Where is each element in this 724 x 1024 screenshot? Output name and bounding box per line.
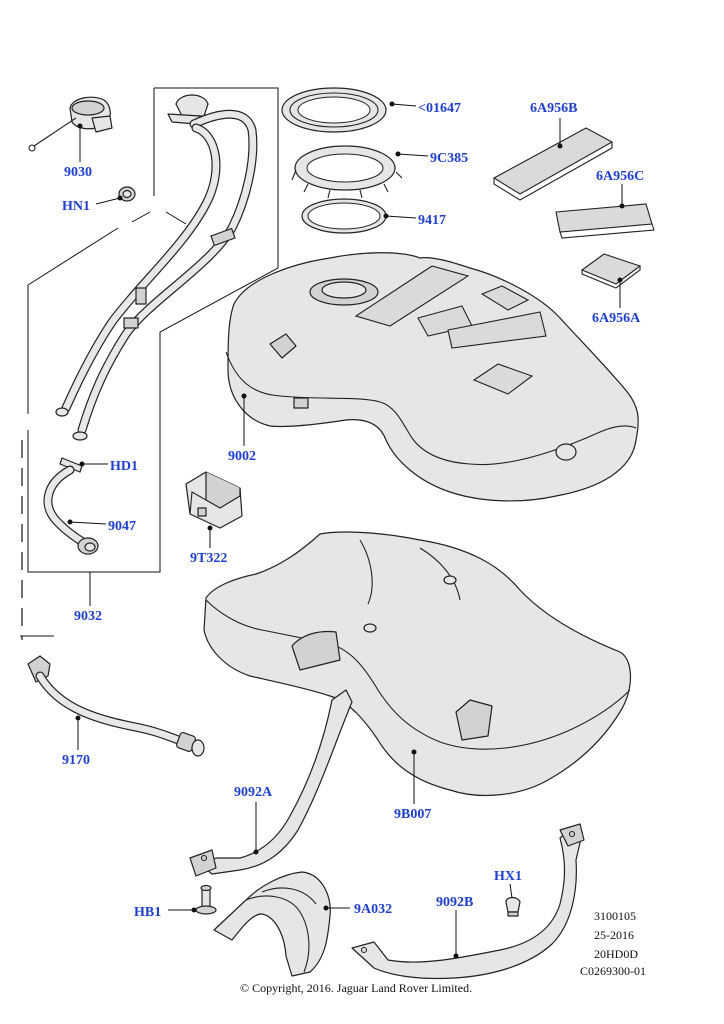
callout-6A956A: 6A956A: [592, 311, 641, 326]
bolt-hb1: [195, 884, 217, 915]
tank-strap-9092B: [351, 823, 585, 980]
callout-6A956C: 6A956C: [596, 169, 644, 184]
filler-assembly-outline: [20, 87, 279, 640]
reference-block: 3100105 25-2016 20HD0D C0269300-01: [580, 909, 646, 978]
shield-9A032: [213, 871, 331, 977]
callout-9047: 9047: [108, 519, 136, 534]
callout-9T322: 9T322: [190, 551, 227, 566]
callout-HX1: HX1: [494, 869, 522, 884]
reference-line-3: 20HD0D: [594, 947, 638, 961]
sealing-ring-01647: [281, 87, 387, 133]
reference-line-4: C0269300-01: [580, 964, 646, 978]
callout-labels: <01647 9C385 9417 6A956B 6A956C 6A956A 9…: [62, 101, 644, 920]
callout-HD1: HD1: [110, 459, 138, 474]
callout-9A032: 9A032: [354, 902, 392, 917]
callout-9B007: 9B007: [394, 807, 431, 822]
callout-9032: 9032: [74, 609, 102, 624]
callout-9170: 9170: [62, 753, 90, 768]
hose-9047: [43, 457, 99, 555]
grommet-hn1: [118, 186, 136, 202]
reference-line-2: 25-2016: [594, 928, 634, 942]
callout-6A956B: 6A956B: [530, 101, 577, 116]
insulator-pads: [492, 127, 655, 289]
vent-pipe-9170: [27, 655, 205, 757]
reference-line-1: 3100105: [594, 909, 636, 923]
callout-HN1: HN1: [62, 199, 90, 214]
copyright-notice: © Copyright, 2016. Jaguar Land Rover Lim…: [240, 981, 472, 995]
callout-HB1: HB1: [134, 905, 161, 920]
callout-9417: 9417: [418, 213, 446, 228]
callout-9C385: 9C385: [430, 151, 468, 166]
clip-hx1: [505, 896, 521, 917]
callout-9002: 9002: [228, 449, 256, 464]
fuel-cap: [28, 96, 113, 152]
heat-shield-9B007: [203, 531, 631, 797]
callout-9092A: 9092A: [234, 785, 273, 800]
callout-9030: 9030: [64, 165, 92, 180]
callout-01647: <01647: [418, 101, 461, 116]
leader-lines: [67, 101, 625, 959]
control-module-9T322: [185, 471, 243, 529]
o-ring-9417: [301, 198, 387, 234]
tank-strap-9092A: [189, 689, 353, 877]
locking-ring-9C385: [291, 145, 403, 199]
callout-9092B: 9092B: [436, 895, 473, 910]
filler-neck-tube: [55, 94, 258, 441]
fuel-tank-9002: [225, 252, 639, 502]
